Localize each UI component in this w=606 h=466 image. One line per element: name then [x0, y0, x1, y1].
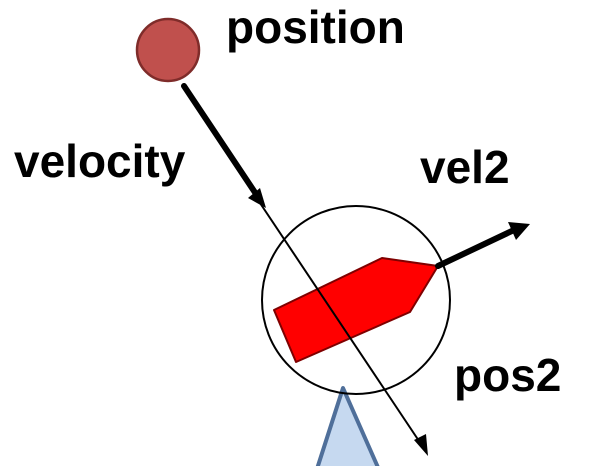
trajectory-arrowhead [414, 434, 428, 456]
velocity-label: velocity [14, 135, 186, 187]
cone-shape [315, 386, 380, 466]
trajectory-line [257, 199, 422, 445]
velocity-arrow [181, 83, 263, 203]
vel2-label: vel2 [420, 141, 510, 193]
ship-shape [273, 257, 439, 363]
velocity-arrowhead [248, 188, 266, 208]
position-ball-icon [135, 17, 201, 83]
vel2-arrow [435, 227, 517, 269]
vel2-arrowhead [508, 222, 530, 240]
collision-circle [261, 205, 451, 395]
position-label: position [226, 1, 405, 53]
pos2-label: pos2 [454, 349, 562, 401]
